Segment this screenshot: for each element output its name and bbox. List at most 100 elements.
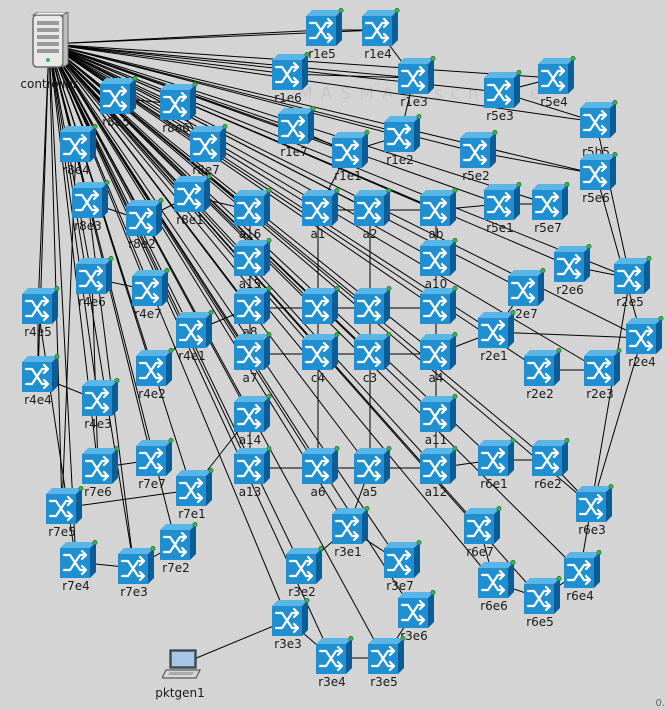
switch-r8e4[interactable] [58, 124, 98, 164]
switch-r1e5[interactable] [304, 8, 344, 48]
switch-r6e7[interactable] [462, 506, 502, 546]
switch-r7e6[interactable] [80, 446, 120, 486]
switch-r4e6[interactable] [74, 256, 114, 296]
switch-r8e6[interactable] [158, 82, 198, 122]
pktgen1-host[interactable] [161, 648, 202, 685]
switch-a8[interactable] [232, 286, 272, 326]
switch-r6e6[interactable] [476, 560, 516, 600]
switch-label-r7e1: r7e1 [178, 507, 206, 521]
switch-icon [234, 188, 272, 226]
switch-label-r5e7: r5e7 [534, 221, 562, 235]
switch-icon [234, 394, 272, 432]
switch-r1e7[interactable] [276, 106, 316, 146]
switch-icon [398, 56, 436, 94]
switch-icon [508, 268, 546, 306]
switch-r6e3[interactable] [574, 484, 614, 524]
switch-r8e1[interactable] [172, 174, 212, 214]
switch-r7e7[interactable] [134, 438, 174, 478]
switch-r2e5[interactable] [612, 256, 652, 296]
switch-r4e5[interactable] [20, 286, 60, 326]
switch-a14[interactable] [232, 394, 272, 434]
switch-r3e1[interactable] [330, 506, 370, 546]
switch-a1[interactable] [300, 188, 340, 228]
switch-label-r2e6: r2e6 [556, 283, 584, 297]
switch-icon [136, 348, 174, 386]
switch-r4e1[interactable] [174, 310, 214, 350]
switch-r7e1[interactable] [174, 468, 214, 508]
switch-a6[interactable] [300, 446, 340, 486]
switch-r2e1[interactable] [476, 310, 516, 350]
switch-r2e2[interactable] [522, 348, 562, 388]
switch-r2e3[interactable] [582, 348, 622, 388]
switch-r5e7[interactable] [530, 182, 570, 222]
switch-a2[interactable] [352, 188, 392, 228]
switch-r8e7[interactable] [188, 124, 228, 164]
switch-r7e2[interactable] [158, 522, 198, 562]
switch-r2e6[interactable] [552, 244, 592, 284]
switch-a7[interactable] [232, 332, 272, 372]
switch-r6e5[interactable] [522, 576, 562, 616]
switch-label-r7e4: r7e4 [62, 579, 90, 593]
switch-r1e3[interactable] [396, 56, 436, 96]
switch-label-r4e2: r4e2 [138, 387, 166, 401]
switch-r1e4[interactable] [360, 8, 400, 48]
switch-r4e3[interactable] [80, 378, 120, 418]
switch-label-a16: a16 [238, 227, 262, 241]
switch-c1[interactable] [300, 286, 340, 326]
switch-r5e4[interactable] [536, 56, 576, 96]
switch-r2e7[interactable] [506, 268, 546, 308]
switch-r2e4[interactable] [624, 316, 664, 356]
switch-icon [76, 256, 114, 294]
switch-c4[interactable] [300, 332, 340, 372]
switch-r4e7[interactable] [130, 268, 170, 308]
switch-r3e5[interactable] [366, 636, 406, 676]
switch-icon [532, 182, 570, 220]
switch-icon [60, 124, 98, 162]
switch-r5e6[interactable] [578, 152, 618, 192]
switch-a4[interactable] [418, 332, 458, 372]
switch-r8e3[interactable] [70, 180, 110, 220]
switch-r3e2[interactable] [284, 546, 324, 586]
switch-a5[interactable] [352, 446, 392, 486]
controller-node[interactable] [24, 11, 74, 75]
switch-r1e2[interactable] [382, 114, 422, 154]
switch-r7e3[interactable] [116, 546, 156, 586]
switch-c3mid[interactable] [418, 286, 458, 326]
switch-r3e6[interactable] [396, 590, 436, 630]
switch-r4e2[interactable] [134, 348, 174, 388]
switch-a15[interactable] [232, 238, 272, 278]
switch-r7e4[interactable] [58, 540, 98, 580]
switch-icon [278, 106, 316, 144]
switch-r4e4[interactable] [20, 354, 60, 394]
switch-c2[interactable] [352, 286, 392, 326]
switch-a16[interactable] [232, 188, 272, 228]
switch-r1e6[interactable] [270, 52, 310, 92]
switch-a10[interactable] [418, 238, 458, 278]
switch-r5e1[interactable] [482, 182, 522, 222]
switch-r7e5[interactable] [44, 486, 84, 526]
switch-r5e2[interactable] [458, 130, 498, 170]
switch-ab[interactable] [418, 188, 458, 228]
switch-icon [272, 598, 310, 636]
switch-label-r7e5: r7e5 [48, 525, 76, 539]
switch-c3[interactable] [352, 332, 392, 372]
switch-r6e4[interactable] [562, 550, 602, 590]
switch-r3e3[interactable] [270, 598, 310, 638]
switch-r6e2[interactable] [530, 438, 570, 478]
switch-label-r2e5: r2e5 [616, 295, 644, 309]
switch-r6e1[interactable] [476, 438, 516, 478]
switch-r1e1[interactable] [330, 130, 370, 170]
switch-r3e4[interactable] [314, 636, 354, 676]
switch-r5e3[interactable] [482, 70, 522, 110]
switch-a11[interactable] [418, 394, 458, 434]
switch-icon [354, 188, 392, 226]
link-r2e1-r2e4 [493, 331, 643, 339]
switch-r5b5[interactable] [578, 100, 618, 140]
switch-a13[interactable] [232, 446, 272, 486]
switch-icon [160, 82, 198, 120]
switch-a12[interactable] [418, 446, 458, 486]
switch-r8e2[interactable] [124, 198, 164, 238]
switch-r8e5[interactable] [98, 76, 138, 116]
switch-r3e7[interactable] [382, 540, 422, 580]
